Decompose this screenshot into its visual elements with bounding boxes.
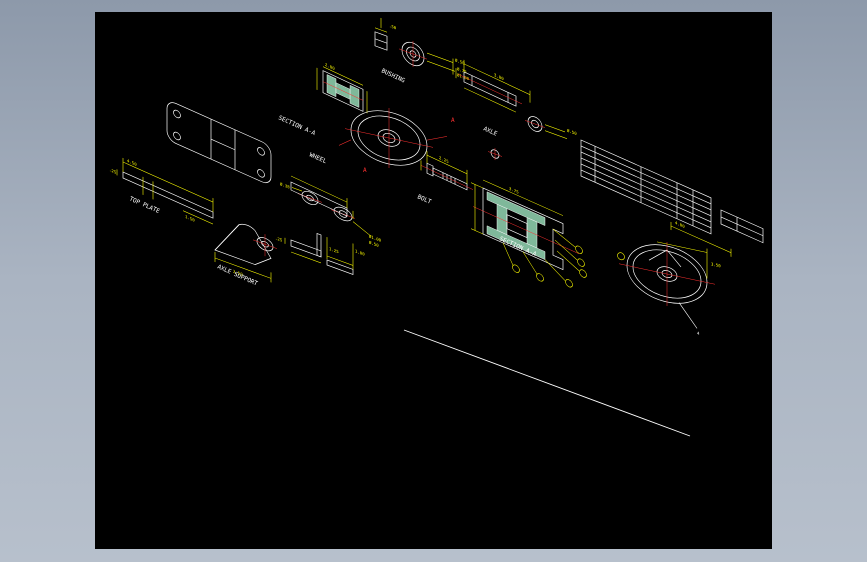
svg-text:2.00: 2.00 xyxy=(325,62,335,71)
svg-text:2.50: 2.50 xyxy=(233,269,243,278)
svg-text:3.00: 3.00 xyxy=(494,72,504,81)
washer-views: Ø.38 Ø1.00 Ø.50 xyxy=(280,175,382,249)
section-a-a-assembly-view: 3.75 SECTION A-A xyxy=(471,179,587,288)
svg-text:3.50: 3.50 xyxy=(711,261,721,268)
svg-text:4: 4 xyxy=(697,330,700,336)
bushing-label: BUSHING xyxy=(380,67,406,84)
bolt-label: BOLT xyxy=(416,193,432,205)
section-a-a-small-view: 2.00 SECTION A-A xyxy=(277,62,368,137)
svg-text:Ø.50: Ø.50 xyxy=(455,57,465,66)
svg-text:.50: .50 xyxy=(389,23,397,31)
svg-text:.25: .25 xyxy=(109,167,117,175)
svg-text:Ø.75: Ø.75 xyxy=(457,66,467,75)
svg-text:Ø1.00: Ø1.00 xyxy=(457,72,470,81)
svg-text:1.00: 1.00 xyxy=(355,248,365,257)
svg-text:4.50: 4.50 xyxy=(127,158,137,167)
svg-text:1.25: 1.25 xyxy=(329,246,339,255)
section-marker-a-bottom: A xyxy=(363,167,367,174)
construction-line xyxy=(403,329,691,437)
axle-support-view: 2.50 1.25 .25 1.00 AXLE SUPPORT xyxy=(214,223,365,288)
parts-list-table xyxy=(580,139,712,235)
axle-label: AXLE xyxy=(482,125,498,137)
cad-viewport[interactable]: Ø.50 Ø.75 Ø1.00 .50 BUSHING 2.00 SECTION… xyxy=(95,12,772,549)
bushing-view: Ø.50 Ø.75 Ø1.00 .50 BUSHING xyxy=(374,17,470,85)
top-plate-view: 4.50 .25 1.50 TOP PLATE xyxy=(109,102,272,225)
svg-text:Ø.50: Ø.50 xyxy=(369,240,379,249)
svg-text:Ø.38: Ø.38 xyxy=(280,181,290,190)
svg-text:Ø1.00: Ø1.00 xyxy=(369,234,382,243)
svg-text:3.75: 3.75 xyxy=(509,186,519,195)
axle-support-label: AXLE SUPPORT xyxy=(216,263,259,287)
title-block xyxy=(720,209,764,244)
section-marker-a-top: A xyxy=(451,117,455,124)
axle-view: 3.00 Ø.50 AXLE xyxy=(455,59,577,139)
svg-text:.25: .25 xyxy=(275,235,283,243)
svg-text:2.25: 2.25 xyxy=(439,155,449,164)
svg-text:Ø.50: Ø.50 xyxy=(567,128,577,137)
section-a-a-small-label: SECTION A-A xyxy=(277,114,317,137)
wheel-assembly-view: 3.50 4 4.00 xyxy=(617,220,732,336)
wheel-label: WHEEL xyxy=(308,151,328,165)
top-plate-label: TOP PLATE xyxy=(128,195,161,215)
svg-text:4.00: 4.00 xyxy=(675,220,685,229)
svg-text:1.50: 1.50 xyxy=(185,214,195,223)
cad-drawing-canvas[interactable]: Ø.50 Ø.75 Ø1.00 .50 BUSHING 2.00 SECTION… xyxy=(95,12,772,549)
